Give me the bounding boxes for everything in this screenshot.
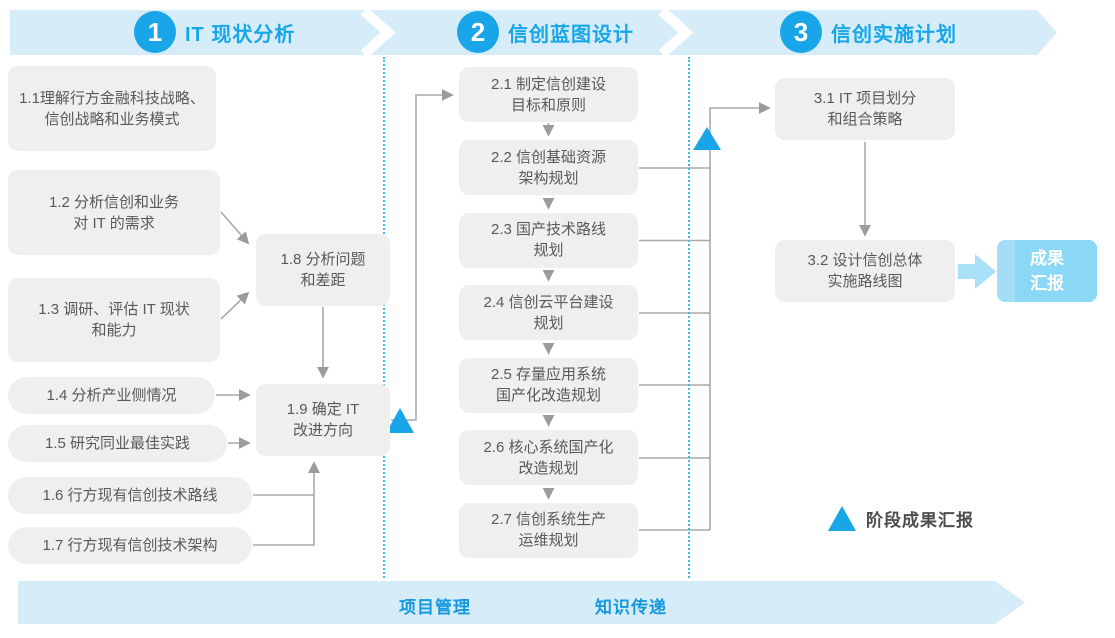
phase-number-badge: 3 — [780, 11, 822, 53]
box-1-9: 1.9 确定 IT 改进方向 — [256, 384, 390, 456]
flow-arrow — [253, 461, 320, 546]
box-2-6: 2.6 核心系统国产化 改造规划 — [459, 430, 638, 485]
box-2-2: 2.2 信创基础资源 架构规划 — [459, 140, 638, 195]
box-2-1: 2.1 制定信创建设 目标和原则 — [459, 67, 638, 122]
phase-separator-dotted-line — [383, 57, 385, 578]
legend-milestone-label: 阶段成果汇报 — [866, 511, 974, 530]
bottom-ribbon-label-project-management: 项目管理 — [399, 598, 471, 617]
phase2-to-phase3-bus — [639, 102, 771, 531]
milestone-triangle-icon — [693, 127, 721, 150]
result-arrow-icon — [958, 254, 996, 289]
phase-number-badge: 2 — [457, 11, 499, 53]
phase-header-2: 2 信创蓝图设计 — [457, 10, 634, 54]
box-1-2: 1.2 分析信创和业务 对 IT 的需求 — [8, 170, 220, 255]
phase1-connectors — [216, 89, 454, 546]
flow-arrow — [391, 89, 454, 421]
box-2-3: 2.3 国产技术路线 规划 — [459, 212, 638, 268]
phase-number-badge: 1 — [134, 11, 176, 53]
flow-arrow — [220, 211, 250, 245]
box-1-3: 1.3 调研、评估 IT 现状 和能力 — [8, 278, 220, 362]
box-1-6: 1.6 行方现有信创技术路线 — [8, 477, 252, 514]
chevron-separator-icon — [658, 7, 694, 58]
phase-title: IT 现状分析 — [185, 23, 296, 46]
box-1-4: 1.4 分析产业侧情况 — [8, 377, 215, 414]
flow-arrow — [220, 291, 250, 320]
box-2-5: 2.5 存量应用系统 国产化改造规划 — [459, 357, 638, 413]
chevron-separator-icon — [360, 7, 396, 58]
box-3-2: 3.2 设计信创总体 实施路线图 — [775, 240, 955, 302]
flow-arrow — [709, 102, 771, 530]
box-3-1: 3.1 IT 项目划分 和组合策略 — [775, 78, 955, 140]
box-1-7: 1.7 行方现有信创技术架构 — [8, 527, 252, 564]
bottom-ribbon-label-knowledge-transfer: 知识传递 — [595, 598, 667, 617]
phase-title: 信创蓝图设计 — [508, 23, 634, 46]
box-2-7: 2.7 信创系统生产 运维规划 — [459, 502, 638, 558]
milestone-triangle-icon — [386, 408, 414, 433]
phase-separator-dotted-line — [688, 57, 690, 578]
phase-header-3: 3 信创实施计划 — [780, 10, 957, 54]
bottom-ribbon — [18, 581, 1025, 624]
milestone-triangle-icon — [828, 506, 856, 531]
phase-title: 信创实施计划 — [831, 23, 957, 46]
box-1-5: 1.5 研究同业最佳实践 — [8, 425, 227, 462]
box-2-4: 2.4 信创云平台建设 规划 — [459, 285, 638, 340]
phase-header-1: 1 IT 现状分析 — [134, 10, 295, 54]
result-report-box: 成果 汇报 — [997, 240, 1097, 302]
box-1-8: 1.8 分析问题 和差距 — [256, 234, 390, 306]
box-1-1: 1.1理解行方金融科技战略、 信创战略和业务模式 — [8, 66, 216, 151]
